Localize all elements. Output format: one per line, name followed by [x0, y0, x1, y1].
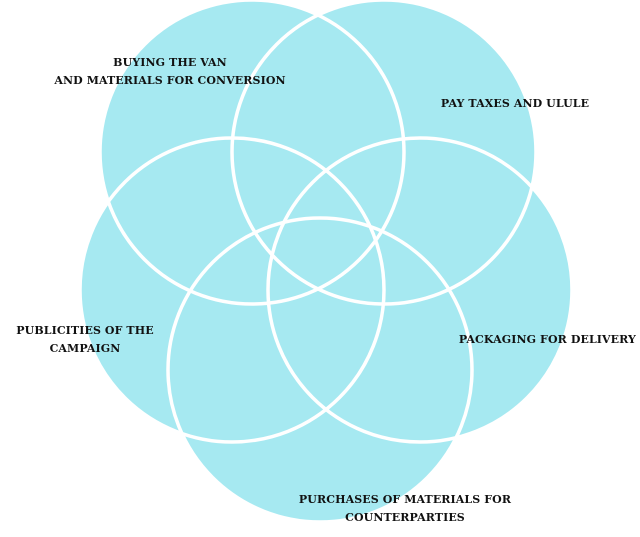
label-packaging-line1: PACKAGING FOR DELIVERY: [458, 333, 636, 346]
label-purchases: PURCHASES OF MATERIALS FOR COUNTERPARTIE…: [270, 491, 540, 527]
circle-bottom: [168, 218, 472, 522]
label-packaging: PACKAGING FOR DELIVERY: [459, 331, 636, 349]
outline-top-left: [98, 0, 406, 306]
label-publicities-line2: CAMPAIGN: [49, 342, 121, 355]
label-pay-taxes: PAY TAXES AND ULULE: [400, 95, 630, 113]
outline-left: [78, 136, 386, 444]
label-publicities: PUBLICITIES OF THE CAMPAIGN: [0, 322, 170, 358]
petal-fills: [80, 0, 572, 522]
outline-right: [266, 136, 574, 444]
label-purchases-line2: COUNTERPARTIES: [345, 511, 465, 524]
label-publicities-line1: PUBLICITIES OF THE: [16, 324, 154, 337]
label-purchases-line1: PURCHASES OF MATERIALS FOR: [298, 493, 512, 506]
outline-bottom: [166, 216, 474, 524]
label-buying-van-line2: AND MATERIALS FOR CONVERSION: [54, 74, 286, 87]
label-buying-van-line1: BUYING THE VAN: [113, 56, 227, 69]
petal-outlines: [78, 0, 574, 524]
label-buying-van: BUYING THE VAN AND MATERIALS FOR CONVERS…: [30, 54, 310, 90]
label-pay-taxes-line1: PAY TAXES AND ULULE: [440, 97, 590, 110]
